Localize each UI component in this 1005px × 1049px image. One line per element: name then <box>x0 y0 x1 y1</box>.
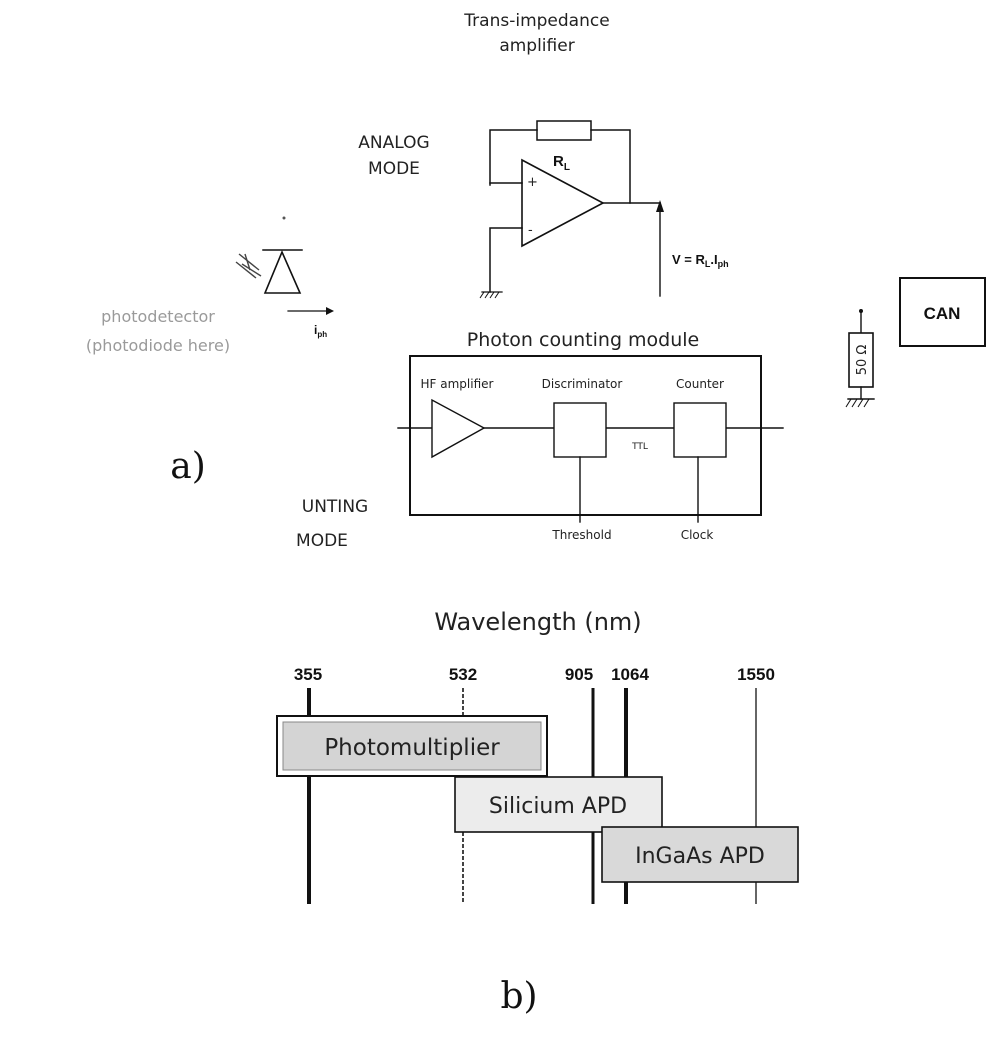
current-arrow-head <box>326 307 334 315</box>
module-box <box>409 355 762 516</box>
photomultiplier-box <box>282 721 542 771</box>
counting-mode-line1: UNTING <box>302 497 368 517</box>
analog-mode-line1: ANALOG <box>358 133 429 153</box>
can-label: CAN <box>924 304 961 323</box>
amplifier-title-line1: Trans-impedance <box>463 11 609 31</box>
counter-label: Counter <box>676 377 724 391</box>
amplifier-title-line2: amplifier <box>499 36 574 56</box>
output-voltage-label: V = RL.Iph <box>672 252 729 269</box>
feedback-resistor <box>536 120 592 141</box>
ingaas-apd-label: InGaAs APD <box>635 844 765 869</box>
analog-mode-line2: MODE <box>368 159 420 179</box>
discriminator-label: Discriminator <box>542 377 623 391</box>
wavelength-tick-355: 355 <box>294 665 322 684</box>
hf-amplifier-triangle <box>431 398 486 459</box>
input-wire-minus <box>489 227 523 293</box>
ttl-label: TTL <box>631 442 648 452</box>
light-arrows-icon <box>235 253 262 279</box>
termination-label: 50 Ω <box>855 345 870 376</box>
clock-label: Clock <box>681 528 714 542</box>
termination-node <box>859 309 863 313</box>
counting-mode-line2: MODE <box>296 531 348 551</box>
wavelength-tick-1064: 1064 <box>611 665 649 684</box>
amp-ground-hatch <box>479 291 500 299</box>
panel-a-label: a) <box>170 446 206 487</box>
opamp-minus: - <box>528 223 533 238</box>
opamp-triangle <box>521 158 605 248</box>
panel-b-label: b) <box>500 976 537 1017</box>
counter-box <box>673 402 727 458</box>
hf-amplifier-label: HF amplifier <box>421 377 494 391</box>
ingaas-apd-box <box>601 826 799 883</box>
panel-a: Trans-impedance amplifier ANALOG MODE RL… <box>86 11 986 551</box>
termination-ground-hatch <box>845 398 870 408</box>
photodetector: iph photodetector (photodiode here) <box>86 216 334 355</box>
termination-resistor: 50 Ω <box>845 309 875 408</box>
feedback-wire-right <box>590 129 631 204</box>
silicium-apd-box <box>454 776 663 833</box>
photodetector-line1: photodetector <box>101 307 215 326</box>
resistor-label: RL <box>553 153 570 173</box>
bias-dot <box>282 216 286 220</box>
feedback-wire-left <box>489 129 538 186</box>
module-title: Photon counting module <box>467 329 700 351</box>
photodetector-line2: (photodiode here) <box>86 336 230 355</box>
current-label: iph <box>314 323 327 339</box>
termination-body <box>848 332 874 388</box>
threshold-label: Threshold <box>551 528 611 542</box>
wavelength-tick-532: 532 <box>449 665 477 684</box>
wavelength-tick-905: 905 <box>565 665 593 684</box>
photon-counting-module: Photon counting module HF amplifier Disc… <box>397 329 784 542</box>
panel-b: Wavelength (nm) 355 532 905 1064 1550 Ph… <box>276 608 799 1017</box>
wavelength-axis-title: Wavelength (nm) <box>434 608 641 636</box>
silicium-apd-label: Silicium APD <box>489 794 627 819</box>
diode-triangle <box>263 249 302 294</box>
opamp-plus: + <box>527 175 538 190</box>
output-arrow <box>656 200 664 212</box>
transimpedance-amplifier: RL + - V = RL.Iph <box>479 120 729 299</box>
discriminator-box <box>553 402 607 458</box>
wavelength-tick-1550: 1550 <box>737 665 775 684</box>
can-box <box>899 277 986 347</box>
photomultiplier-label: Photomultiplier <box>324 735 500 761</box>
